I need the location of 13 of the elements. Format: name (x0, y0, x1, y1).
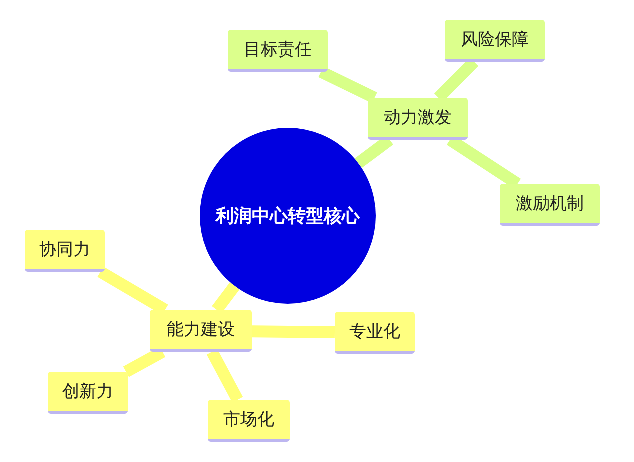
topic-box: 风险保障 (445, 20, 545, 62)
topic-box: 协同力 (25, 230, 105, 272)
topic-box: 专业化 (335, 312, 415, 354)
central-topic-circle: 利润中心转型核心 (200, 128, 376, 304)
topic-box: 激励机制 (500, 184, 600, 226)
branch-line (206, 349, 244, 403)
topic-box: 能力建设 (150, 310, 252, 352)
branch-line (318, 66, 378, 104)
topic-box: 目标责任 (228, 30, 328, 72)
topic-box: 动力激发 (368, 98, 468, 140)
topic-box: 创新力 (48, 372, 128, 414)
branch-line (252, 326, 336, 339)
topic-box: 市场化 (208, 400, 290, 442)
